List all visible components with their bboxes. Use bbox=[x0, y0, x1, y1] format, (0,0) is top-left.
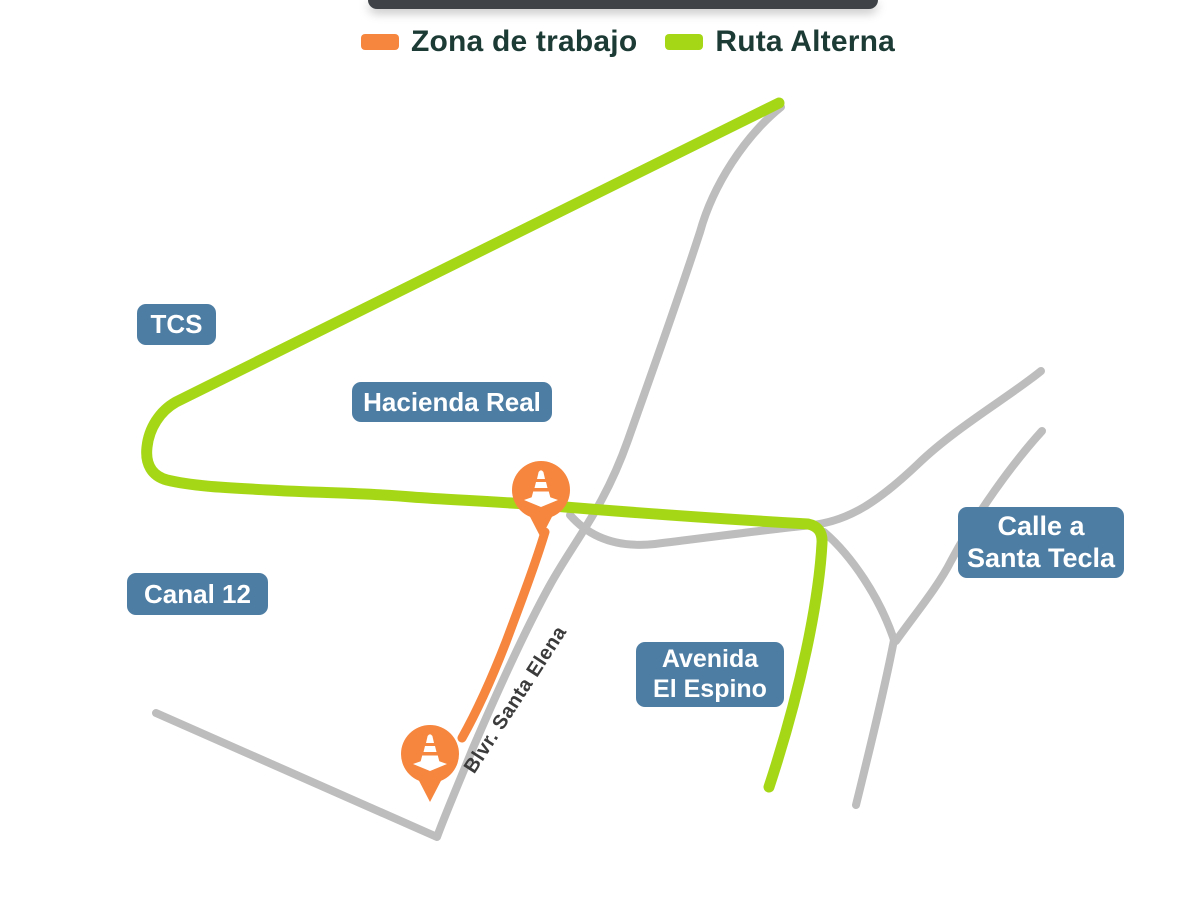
road-calle-santa-tecla-branch bbox=[892, 427, 1046, 645]
map-label-tcs: TCS bbox=[137, 304, 216, 345]
alt-route-path bbox=[141, 97, 828, 793]
map-label-text-line1: Calle a bbox=[997, 510, 1085, 541]
legend-label-work-zone: Zona de trabajo bbox=[410, 25, 638, 58]
legend-label-alt-route: Ruta Alterna bbox=[715, 25, 895, 58]
alt-route-swatch-icon bbox=[665, 34, 704, 50]
map-label-calle-a-santa-tecla: Calle a Santa Tecla bbox=[958, 507, 1124, 578]
legend-item-alt-route: Ruta Alterna bbox=[665, 25, 895, 59]
map-label-text-line2: El Espino bbox=[653, 674, 767, 703]
legend-item-work-zone: Zona de trabajo bbox=[360, 25, 638, 59]
map-label-text-line1: Avenida bbox=[661, 645, 759, 673]
map-label-text: Hacienda Real bbox=[363, 386, 541, 417]
map-label-hacienda-real: Hacienda Real bbox=[352, 382, 552, 422]
traffic-cone-pin-icon bbox=[401, 725, 459, 802]
map-label-text: TCS bbox=[150, 309, 203, 340]
map-label-canal-12: Canal 12 bbox=[127, 573, 268, 615]
traffic-cone-pin-icon bbox=[512, 461, 570, 538]
map-label-avenida-el-espino: Avenida El Espino bbox=[636, 642, 784, 707]
road-junction-south-branch bbox=[820, 528, 898, 809]
legend: Zona de trabajo Ruta Alterna bbox=[28, 25, 1200, 59]
map-label-text-line2: Santa Tecla bbox=[966, 542, 1116, 573]
top-banner-edge bbox=[368, 0, 878, 9]
work-zone-swatch-icon bbox=[360, 34, 399, 50]
map-label-text: Canal 12 bbox=[144, 578, 251, 609]
work-zone-path bbox=[457, 527, 550, 743]
